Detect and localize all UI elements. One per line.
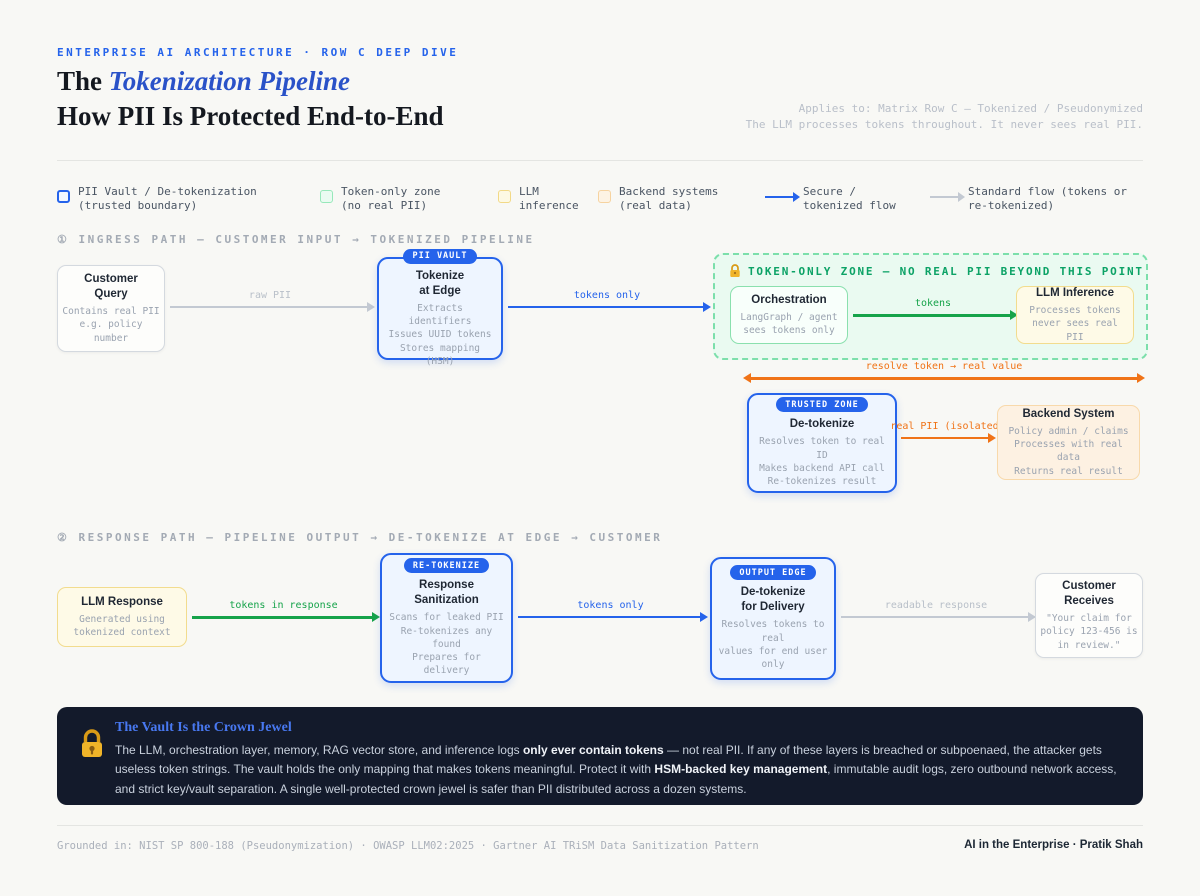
node-title: Customer Query [84,273,138,301]
legend-label: PII Vault / De-tokenization (trusted bou… [78,185,257,212]
callout-title: The Vault Is the Crown Jewel [115,720,292,735]
crown-jewel-callout: The Vault Is the Crown Jewel The LLM, or… [57,707,1143,805]
tokenize-at-edge-node: PII VAULT Tokenize at Edge Extracts iden… [377,248,503,367]
node-body: Scans for leaked PII Re-tokenizes any fo… [389,612,504,677]
node-body: "Your claim for policy 123-456 is in rev… [1040,613,1138,651]
node-title: LLM Inference [1036,287,1114,300]
node-body: Policy admin / claims Processes with rea… [1008,425,1129,477]
standard-flow-arrow-icon [930,192,965,202]
eyebrow-label: ENTERPRISE AI ARCHITECTURE · ROW C DEEP … [57,46,459,59]
flow-arrow-tokens-only-2 [518,612,708,622]
orchestration-node: Orchestration LangGraph / agent sees tok… [730,286,848,344]
legend-item-backend: Backend systems (real data) [598,185,748,213]
flow-arrow-tokens-in-response [192,612,380,622]
flow-arrow-raw-pii [170,302,375,312]
pii-vault-swatch-icon [57,190,70,203]
node-badge: OUTPUT EDGE [730,565,816,581]
llm-response-node: LLM Response Generated using tokenized c… [57,587,187,647]
node-body: Processes tokens never sees real PII [1029,305,1121,343]
node-body: LangGraph / agent sees tokens only [740,311,838,336]
customer-query-node: Customer Query Contains real PII e.g. po… [57,265,165,352]
flow-arrow-tokens-only [508,302,711,312]
applies-line2: The LLM processes tokens throughout. It … [745,118,1143,131]
title-prefix: The [57,66,103,96]
flow-label-real-pii: real PII (isolated) [890,421,1005,432]
response-section-label: ② RESPONSE PATH — PIPELINE OUTPUT → DE-T… [57,531,663,544]
node-badge: PII VAULT [403,248,477,264]
legend-label: Backend systems (real data) [619,185,719,212]
node-title: De-tokenize for Delivery [740,586,806,614]
legend-label: Token-only zone (no real PII) [341,185,441,212]
page-title-line2: How PII Is Protected End-to-End [57,101,444,131]
lock-icon [730,264,740,277]
flow-arrow-real-pii [901,433,996,443]
node-badge: RE-TOKENIZE [403,558,490,574]
node-title: LLM Response [81,595,163,608]
legend-label: LLM inference [519,185,579,212]
footer-sources: Grounded in: NIST SP 800-188 (Pseudonymi… [57,840,759,852]
flow-label-readable-response: readable response [884,600,988,611]
node-title: De-tokenize [789,418,855,431]
lock-key-icon [82,729,102,757]
node-body: Resolves token to real ID Makes backend … [759,436,885,488]
token-zone-swatch-icon [320,190,333,203]
flow-label-tokens: tokens [914,298,952,309]
legend-item-secure-flow: Secure / tokenized flow [765,185,915,213]
llm-inference-swatch-icon [498,190,511,203]
legend-label: Secure / tokenized flow [803,185,896,212]
de-tokenize-delivery-node: OUTPUT EDGE De-tokenize for Delivery Res… [710,557,836,680]
token-only-zone: TOKEN-ONLY ZONE — NO REAL PII BEYOND THI… [713,253,1148,360]
node-title: Customer Receives [1062,580,1116,608]
de-tokenize-node: TRUSTED ZONE De-tokenize Resolves token … [747,393,897,493]
footer-divider [57,825,1143,826]
flow-arrow-tokens [853,310,1018,320]
backend-system-node: Backend System Policy admin / claims Pro… [997,405,1140,480]
secure-flow-arrow-icon [765,192,800,202]
zone-header-label: TOKEN-ONLY ZONE — NO REAL PII BEYOND THI… [748,264,1144,278]
response-sanitization-node: RE-TOKENIZE Response Sanitization Scans … [380,553,513,683]
applies-note: Applies to: Matrix Row C — Tokenized / P… [746,101,1143,133]
node-body: Resolves tokens to real values for end u… [718,619,828,671]
flow-label-tokens-only: tokens only [573,290,641,301]
header-divider [57,160,1143,161]
node-body: Contains real PII e.g. policy number [62,305,160,344]
legend-label: Standard flow (tokens or re-tokenized) [968,185,1127,212]
node-title: Orchestration [751,293,827,306]
flow-label-tokens-only-2: tokens only [577,600,644,611]
customer-receives-node: Customer Receives "Your claim for policy… [1035,573,1143,658]
llm-inference-node: LLM Inference Processes tokens never see… [1016,286,1134,344]
node-badge: TRUSTED ZONE [776,397,868,413]
title-emphasis: Tokenization Pipeline [108,66,351,96]
legend-item-pii-vault: PII Vault / De-tokenization (trusted bou… [57,185,302,213]
ingress-section-label: ① INGRESS PATH — CUSTOMER INPUT → TOKENI… [57,233,535,246]
legend-item-llm-inference: LLM inference [498,185,593,213]
backend-swatch-icon [598,190,611,203]
legend-item-standard-flow: Standard flow (tokens or re-tokenized) [930,185,1145,213]
flow-label-raw-pii: raw PII [248,290,292,301]
flow-label-tokens-in-response: tokens in response [229,600,338,611]
callout-body: The LLM, orchestration layer, memory, RA… [115,743,1117,796]
node-title: Backend System [1022,407,1115,420]
node-body: Extracts identifiers Issues UUID tokens … [388,302,492,367]
node-title: Response Sanitization [414,579,479,607]
legend-item-token-zone: Token-only zone (no real PII) [320,185,460,213]
page-title-line1: The Tokenization Pipeline [57,66,350,97]
token-only-zone-header: TOKEN-ONLY ZONE — NO REAL PII BEYOND THI… [729,264,1144,278]
node-title: Tokenize at Edge [415,269,465,297]
flow-arrow-readable-response [841,612,1036,622]
footer-attribution: AI in the Enterprise · Pratik Shah [964,839,1143,851]
flow-label-resolve-token: resolve token → real value [865,361,1023,372]
flow-arrow-resolve-token [743,373,1145,383]
applies-line1: Applies to: Matrix Row C — Tokenized / P… [798,102,1143,115]
node-body: Generated using tokenized context [73,613,171,638]
